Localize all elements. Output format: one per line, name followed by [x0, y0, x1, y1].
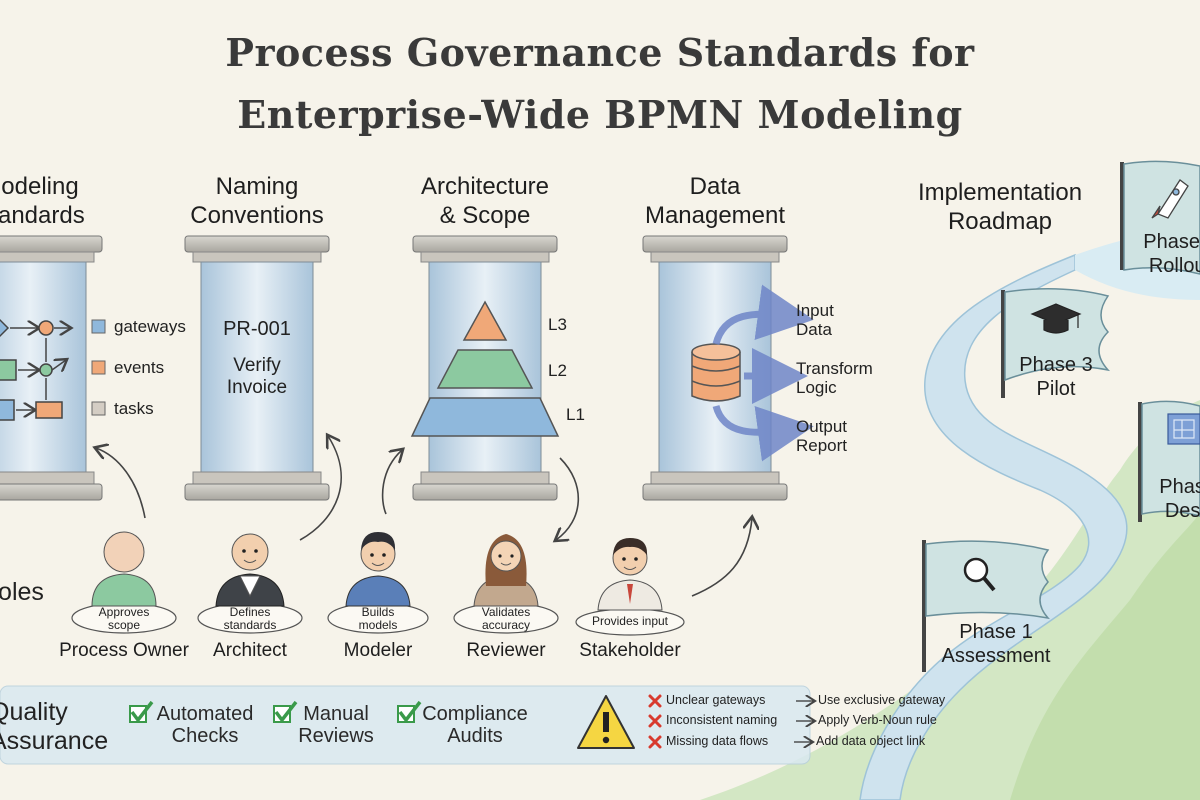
page-title-line1: Process Governance Standards for: [225, 30, 975, 75]
pillar-title-architecture: Architecture& Scope: [420, 173, 550, 229]
flag-phase3: [1001, 288, 1111, 398]
bpmn-mini-diagram: [0, 318, 70, 421]
woman-long-hair-icon: [473, 534, 539, 607]
level-l2: L2: [548, 361, 567, 380]
issue-1: Unclear gateways: [666, 693, 766, 707]
man-dark-hair-icon: [345, 532, 411, 607]
magnifier-icon: [963, 557, 996, 592]
role-name-modeler: Modeler: [343, 640, 413, 661]
flow-arrows: [96, 436, 752, 597]
roadmap-landscape: [700, 228, 1200, 800]
naming-code: PR-001: [223, 318, 291, 340]
graduation-cap-icon: [1030, 303, 1082, 334]
legend-events: events: [114, 358, 165, 377]
level-l3: L3: [548, 315, 567, 334]
qa-heading: QualityAssurance: [0, 698, 109, 755]
database-icon: [691, 343, 741, 402]
rocket-icon: [1151, 179, 1189, 219]
role-name-reviewer: Reviewer: [466, 640, 546, 661]
blueprint-icon: [1167, 413, 1200, 445]
warning-icon: [577, 695, 635, 749]
fix-2: Apply Verb-Noun rule: [818, 713, 937, 727]
pillar-title-modeling: ModelingStandards: [0, 173, 85, 229]
level-l1: L1: [566, 405, 585, 424]
legend-tasks: tasks: [114, 399, 154, 418]
phase4-label: Phase 4Rollout: [1143, 231, 1200, 277]
legend-gateways: gateways: [114, 317, 186, 336]
bubble-stakeholder: Provides input: [591, 614, 669, 628]
roles-heading: Roles: [0, 578, 44, 606]
architecture-pyramid: [410, 300, 560, 437]
cross-icons: [648, 694, 662, 749]
blank-avatar-icon: [91, 531, 157, 607]
fix-arrows: [794, 701, 814, 742]
check-icons: [129, 700, 422, 723]
issue-3: Missing data flows: [666, 734, 769, 748]
data-flow-arrows: [712, 284, 814, 462]
role-bubbles: [71, 602, 685, 636]
role-name-architect: Architect: [213, 640, 287, 661]
role-name-stakeholder: Stakeholder: [579, 640, 681, 661]
modeling-legend-swatches: [91, 319, 106, 416]
phase2-label: Phase 2Design: [1159, 476, 1200, 522]
man-tie-icon: [597, 538, 663, 611]
role-name-process-owner: Process Owner: [59, 640, 189, 661]
fix-1: Use exclusive gateway: [818, 693, 946, 707]
issue-2: Inconsistent naming: [666, 713, 778, 727]
bald-man-icon: [215, 533, 285, 607]
river: [859, 253, 1128, 800]
page-title-line2: Enterprise-Wide BPMN Modeling: [237, 92, 963, 137]
fix-3: Add data object link: [816, 734, 926, 748]
